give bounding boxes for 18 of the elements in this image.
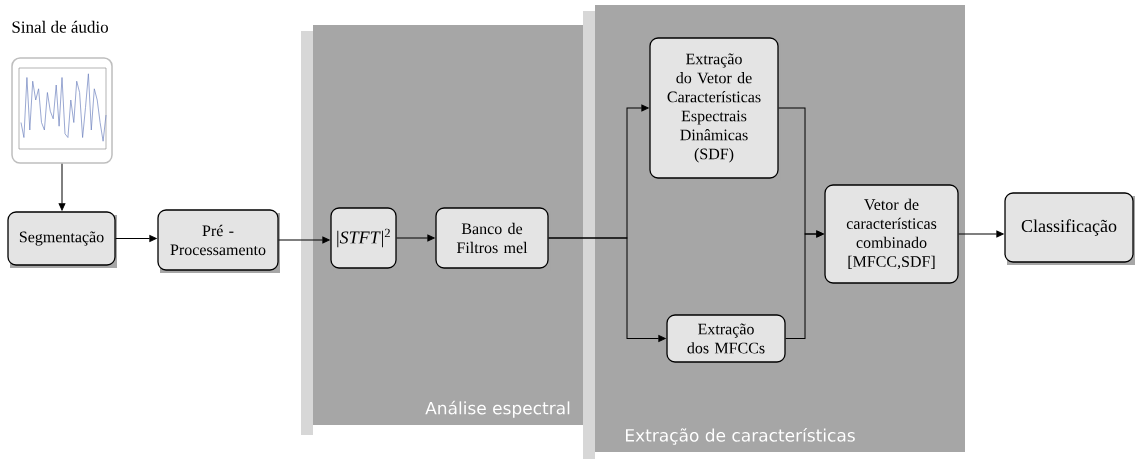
arrow — [958, 230, 1004, 238]
process-box: Extração do Vetor de Características Espectrais Dinâmicas (SDF) — [649, 37, 780, 181]
process-box: |STFT|$^{2}$ — [330, 207, 398, 271]
arrow — [785, 230, 824, 339]
arrow — [115, 235, 157, 242]
panel-label: Análise espectral — [425, 400, 570, 418]
process-box: Vetor de características combinado [MFCC,SDF] — [824, 184, 960, 286]
process-box: Segmentação — [7, 211, 117, 268]
process-box: Banco de Filtros mel — [435, 207, 550, 271]
arrow — [548, 237, 666, 342]
arrow — [58, 163, 66, 211]
process-box: Extração dos MFCCs — [666, 314, 787, 365]
panel-label: Extração de características — [626, 427, 855, 445]
process-box: Classificação — [1004, 192, 1135, 265]
arrow — [278, 236, 330, 244]
arrow — [396, 234, 435, 242]
plot-heading: Sinal de áudio — [12, 20, 108, 33]
process-box: Pré - Processamento — [157, 209, 280, 273]
